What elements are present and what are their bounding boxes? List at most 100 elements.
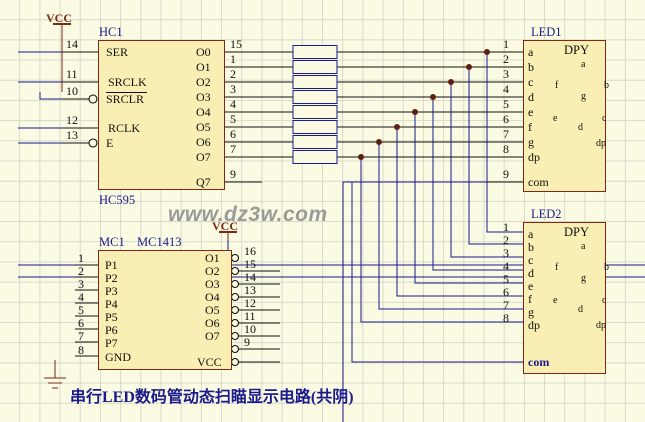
mc1413-outnum-10: 10 — [244, 322, 256, 336]
hc595-pinnum-14: 14 — [66, 37, 78, 51]
led1-pin-f: f — [528, 120, 532, 134]
display-led2-ref: LED2 — [531, 207, 562, 221]
hc595-pinnum-13: 13 — [66, 128, 78, 142]
led2-pinnum-3: 3 — [503, 246, 509, 260]
led2-pinnum-6: 6 — [503, 285, 509, 299]
led2-pin-a: a — [528, 227, 534, 241]
mc1413-outnum-9: 9 — [244, 335, 250, 349]
chip-hc595-body[interactable] — [98, 40, 225, 190]
led1-pin-com: com — [528, 175, 549, 189]
mc1413-out-o5: O5 — [205, 303, 220, 317]
display-led1-ref: LED1 — [531, 25, 562, 39]
mc1413-pinnum-6: 6 — [78, 316, 84, 330]
led2-seg-c: c — [602, 295, 607, 306]
hc595-out-o1: O1 — [196, 60, 211, 74]
hc595-outnum-2: 2 — [230, 67, 236, 81]
led2-pin-f: f — [528, 292, 532, 306]
chip-mc1413-body[interactable] — [98, 250, 232, 370]
mc1413-out-vcc: VCC — [197, 355, 222, 369]
mc1413-out-o3: O3 — [205, 277, 220, 291]
hc595-out-o0: O0 — [196, 45, 211, 59]
hc595-pinname-srclk: SRCLK — [108, 75, 147, 89]
mc1413-out-o2: O2 — [205, 264, 220, 278]
led1-seg-e: e — [553, 113, 558, 124]
mc1413-outnum-11: 11 — [244, 309, 256, 323]
led2-seg-d: d — [578, 304, 583, 315]
mc1413-outnum-13: 13 — [244, 283, 256, 297]
mc1413-pinnum-1: 1 — [78, 251, 84, 265]
led2-pin-b: b — [528, 240, 534, 254]
hc595-out-o6: O6 — [196, 135, 211, 149]
led2-seg-dp: dp — [596, 320, 606, 331]
led1-seg-c: c — [602, 113, 607, 124]
hc595-pinname-ser: SER — [106, 45, 129, 59]
led1-pin-dp: dp — [528, 150, 540, 164]
led1-pinnum-3: 3 — [503, 67, 509, 81]
hc595-outnum-4: 4 — [230, 97, 236, 111]
hc595-outnum-5: 5 — [230, 112, 236, 126]
mc1413-pinname-p4: P4 — [105, 297, 118, 311]
mc1413-pinnum-5: 5 — [78, 303, 84, 317]
led1-pin-d: d — [528, 90, 534, 104]
mc1413-pinnum-8: 8 — [78, 343, 84, 357]
mc1413-pinname-p5: P5 — [105, 310, 118, 324]
led1-pin-e: e — [528, 105, 534, 119]
chip-hc595-part: HC595 — [99, 193, 136, 207]
led1-seg-dp: dp — [596, 138, 606, 149]
led2-seg-b: b — [604, 262, 609, 273]
hc595-pinnum-11: 11 — [66, 67, 78, 81]
led1-pinnum-6: 6 — [503, 112, 509, 126]
hc595-out-o4: O4 — [196, 105, 211, 119]
led2-pinnum-7: 7 — [503, 298, 509, 312]
led1-pinnum-5: 5 — [503, 97, 509, 111]
led1-pin-a: a — [528, 45, 534, 59]
vcc-label-mid: VCC — [212, 219, 238, 233]
hc595-out-o2: O2 — [196, 75, 211, 89]
hc595-outnum-7: 7 — [230, 142, 236, 156]
mc1413-pinname-p7: P7 — [105, 336, 118, 350]
hc595-outnum-9: 9 — [230, 167, 236, 181]
mc1413-pinname-p3: P3 — [105, 284, 118, 298]
mc1413-out-o1: O1 — [205, 251, 220, 265]
mc1413-out-o6: O6 — [205, 316, 220, 330]
led2-pin-d: d — [528, 266, 534, 280]
display-led1-body[interactable] — [523, 40, 606, 192]
hc595-pinnum-10: 10 — [66, 84, 78, 98]
hc595-outnum-1: 1 — [230, 52, 236, 66]
hc595-outnum-3: 3 — [230, 82, 236, 96]
led1-pinnum-4: 4 — [503, 82, 509, 96]
display-led2-part: DPY — [564, 225, 590, 239]
led2-pin-com: com — [528, 355, 550, 369]
led2-pinnum-5: 5 — [503, 272, 509, 286]
led1-pin-b: b — [528, 60, 534, 74]
led2-pin-c: c — [528, 253, 534, 267]
led1-pin-g: g — [528, 135, 534, 149]
led2-pin-g: g — [528, 305, 534, 319]
led1-seg-f: f — [555, 80, 559, 91]
display-led2-body[interactable] — [523, 222, 606, 374]
chip-mc1413-ref: MC1 — [99, 235, 125, 249]
vcc-label-top: VCC — [46, 11, 72, 25]
mc1413-outnum-16: 16 — [244, 244, 256, 258]
srclr-overline — [106, 92, 147, 93]
mc1413-pinname-p1: P1 — [105, 258, 118, 272]
mc1413-outnum-15: 15 — [244, 257, 256, 271]
hc595-out-o7: O7 — [196, 150, 211, 164]
led1-pin-c: c — [528, 75, 534, 89]
led1-pinnum-2: 2 — [503, 52, 509, 66]
led2-pin-e: e — [528, 279, 534, 293]
mc1413-outnum-12: 12 — [244, 296, 256, 310]
mc1413-pinnum-3: 3 — [78, 277, 84, 291]
mc1413-pinname-p6: P6 — [105, 323, 118, 337]
led2-seg-e: e — [553, 295, 558, 306]
led2-pinnum-1: 1 — [503, 220, 509, 234]
led1-seg-g: g — [581, 91, 586, 102]
mc1413-out-o7: O7 — [205, 329, 220, 343]
hc595-pinname-e: E — [106, 136, 114, 150]
led1-seg-d: d — [578, 122, 583, 133]
hc595-out-o3: O3 — [196, 90, 211, 104]
led1-pinnum-7: 7 — [503, 127, 509, 141]
display-led1-part: DPY — [564, 43, 590, 57]
led2-pinnum-2: 2 — [503, 233, 509, 247]
